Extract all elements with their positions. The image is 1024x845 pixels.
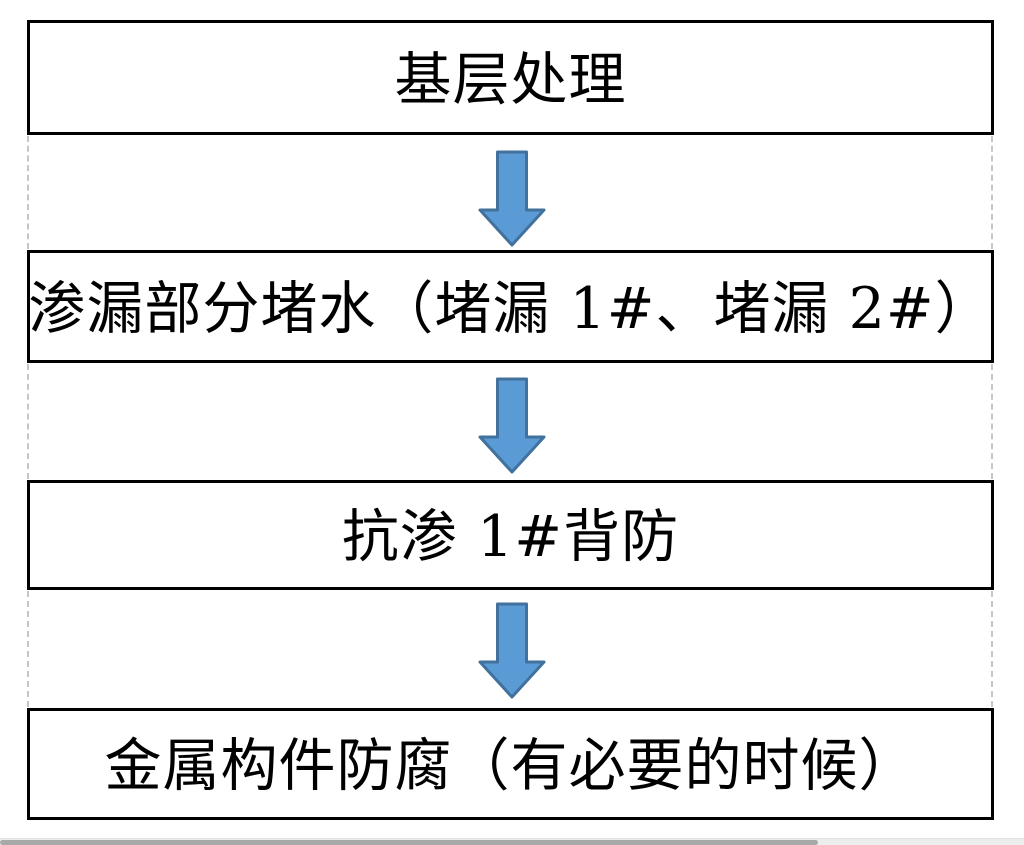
flow-step-leak-plugging: 渗漏部分堵水（堵漏 1#、堵漏 2#） — [27, 250, 994, 363]
horizontal-scrollbar-track[interactable] — [0, 838, 1024, 845]
gridline-dashed-right — [991, 136, 993, 249]
gridline-dashed-left — [27, 136, 29, 249]
flow-step-label: 渗漏部分堵水（堵漏 1#、堵漏 2#） — [28, 275, 993, 342]
horizontal-scrollbar-thumb[interactable] — [0, 840, 818, 845]
gridline-dashed-right — [991, 591, 993, 707]
gridline-dashed-left — [27, 591, 29, 707]
down-arrow-icon — [478, 150, 546, 247]
flow-step-anti-seepage: 抗渗 1#背防 — [27, 480, 994, 590]
flow-step-label: 金属构件防腐（有必要的时候） — [104, 733, 917, 800]
flow-step-label: 抗渗 1#背防 — [341, 504, 680, 571]
flow-step-base-treatment: 基层处理 — [27, 20, 994, 135]
down-arrow-icon — [478, 377, 546, 474]
flow-step-metal-anticorrosion: 金属构件防腐（有必要的时候） — [27, 708, 994, 820]
gridline-dashed-right — [991, 364, 993, 479]
flow-step-label: 基层处理 — [394, 46, 627, 113]
gridline-dashed-left — [27, 364, 29, 479]
down-arrow-icon — [478, 602, 546, 699]
